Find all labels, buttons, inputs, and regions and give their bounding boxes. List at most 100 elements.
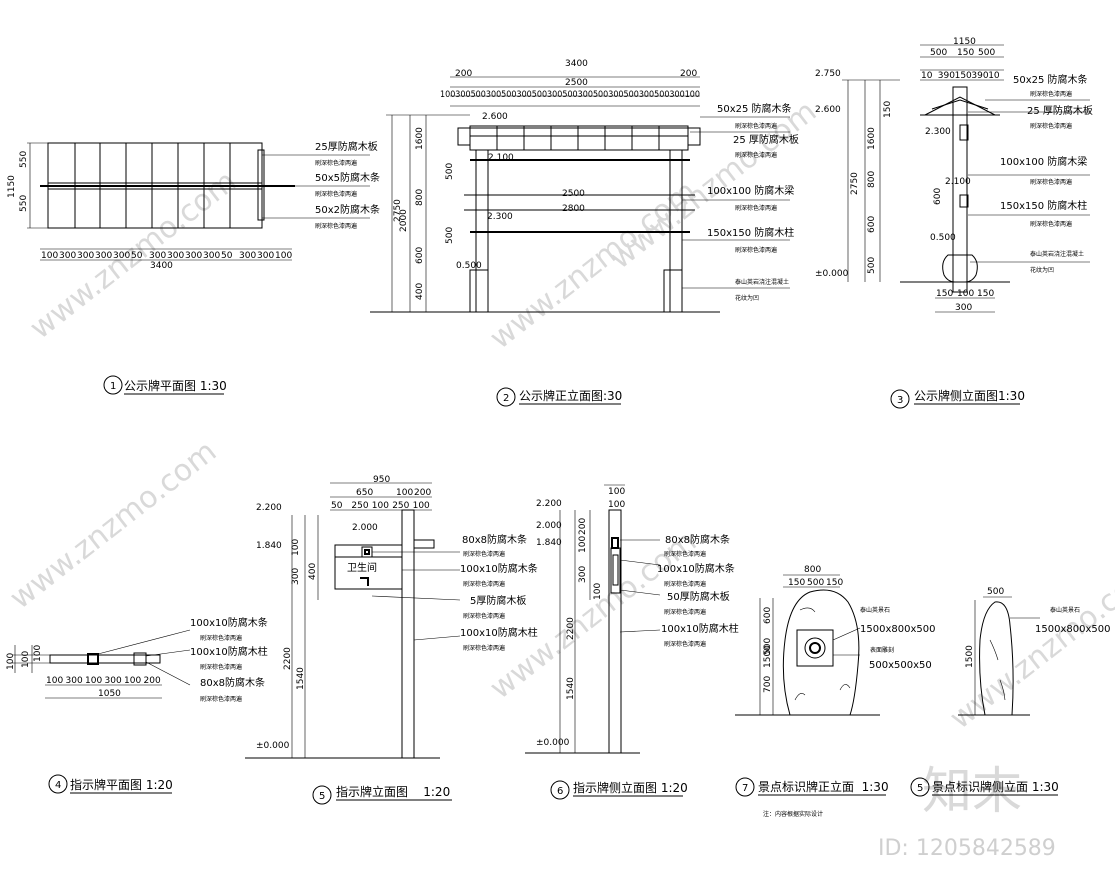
dim-label: 150: [955, 71, 972, 81]
dim-label: 1600: [867, 127, 877, 150]
dim-label: 600: [415, 247, 425, 264]
note-label: 100x10防腐木柱: [460, 626, 538, 639]
dim-label: 300: [239, 251, 256, 261]
dim-label: 3400: [150, 261, 173, 271]
note-label: 100x100 防腐木梁: [1000, 155, 1087, 168]
dim-label: 100: [6, 653, 16, 670]
note-label: 100x10防腐木条: [190, 616, 268, 629]
dim-label: 1050: [98, 689, 121, 699]
note-label: 刷深棕色漆两遍: [463, 580, 505, 588]
title-2: 2 公示牌正立面图:30: [496, 387, 622, 407]
dim-label: 100: [413, 501, 430, 511]
title-6: 6 指示牌侧立面图 1:20: [550, 780, 688, 800]
level-label: 2.200: [256, 503, 282, 513]
d8-stone-side: 500 泰山英景石 1500x800x500 1500: [958, 587, 1110, 716]
dim-label: 150: [788, 578, 805, 588]
level-label: 2.750: [815, 69, 841, 79]
dim-label: 150: [883, 101, 893, 118]
title-5: 5 指示牌立面图 1:20: [312, 784, 452, 805]
title-text: 景点标识牌正立面 1:30: [758, 779, 889, 794]
dim-label: 100: [396, 488, 413, 498]
dim-label: 100: [41, 251, 58, 261]
title-text: 景点标识牌侧立面 1:30: [932, 779, 1059, 794]
note-label: 刷深棕色漆两遍: [315, 190, 357, 198]
dim-label: 250: [392, 501, 409, 511]
dim-label: 300: [95, 251, 112, 261]
dim-label: 1540: [566, 677, 576, 700]
dim-label: 300: [113, 251, 130, 261]
note-label: 25厚防腐木板: [315, 140, 378, 153]
dim-label: 600: [933, 188, 943, 205]
note-label: 泰山英岩浇注混凝土: [735, 278, 789, 286]
dim-label: 1600: [415, 127, 425, 150]
dim-label: 500: [978, 48, 995, 58]
title-number: 2: [503, 393, 509, 404]
watermark-id: ID: 1205842589: [878, 836, 1056, 861]
note-label: 50x2防腐木条: [315, 203, 380, 216]
note-label: 泰山英景石: [1050, 606, 1080, 614]
note-label: 1500x800x500: [860, 624, 935, 635]
note-label: 100x10防腐木柱: [661, 622, 739, 635]
d4-plan: 100x10防腐木条 刷深棕色漆两遍 100x10防腐木柱 刷深棕色漆两遍 80…: [6, 616, 268, 703]
note-label: 150x150 防腐木柱: [1000, 199, 1087, 212]
dim-label: 650: [356, 488, 373, 498]
dim-label: 500: [763, 638, 773, 655]
dim-label: 1500: [965, 645, 975, 668]
watermark-text: www.znzmo.com: [3, 434, 223, 616]
dim-label: 1500: [763, 645, 773, 668]
note-label: 25 厚防腐木板: [733, 133, 799, 146]
dim-label: 500: [867, 257, 877, 274]
title-text: 指示牌平面图 1:20: [70, 777, 173, 792]
note-label: 刷深棕色漆两遍: [1030, 178, 1072, 186]
dim-label: 100: [372, 501, 389, 511]
title-number: 5: [319, 791, 325, 802]
dim-label: 300: [185, 251, 202, 261]
dim-label: 150: [957, 48, 974, 58]
note-label: 150x150 防腐木柱: [707, 226, 794, 239]
level-label: 0.500: [930, 233, 956, 243]
dim-label: 50: [221, 251, 233, 261]
note-label: 刷深棕色漆两遍: [200, 663, 242, 671]
watermark-logo: 知末: [922, 762, 1022, 820]
note-label: 刷深棕色漆两遍: [315, 159, 357, 167]
note-label: 100x100 防腐木梁: [707, 184, 794, 197]
dim-label: 10: [988, 71, 1000, 81]
note-label: 80x8防腐木条: [200, 676, 265, 689]
note-label: 100x10防腐木条: [657, 562, 735, 575]
dim-label: 100: [291, 539, 301, 556]
note-label: 刷深棕色漆两遍: [1030, 90, 1072, 98]
dim-label: 550: [19, 151, 29, 168]
note-label: 刷深棕色漆两遍: [463, 644, 505, 652]
level-label: ±0.000: [815, 269, 849, 279]
dim-label: 100: [608, 500, 625, 510]
note-label: 50x25 防腐木条: [717, 102, 792, 115]
level-label: 2.600: [482, 112, 508, 122]
level-label: 2.100: [488, 153, 514, 163]
dim-label: 100: [275, 251, 292, 261]
dim-label: 400: [415, 283, 425, 300]
level-label: 2.600: [815, 105, 841, 115]
dim-label: 500: [445, 227, 455, 244]
dim-label: 1150: [7, 175, 17, 198]
dim-label: 100: [21, 651, 31, 668]
dim-label: 3400: [565, 59, 588, 69]
note-label: 50x5防腐木条: [315, 171, 380, 184]
dim-label: 300: [59, 251, 76, 261]
dim-label: 200: [578, 518, 588, 535]
note-label: 花纹为凹: [735, 294, 759, 302]
note-label: 刷深棕色漆两遍: [1030, 122, 1072, 130]
title-1: 1 公示牌平面图 1:30: [103, 375, 227, 395]
note-label: 50x25 防腐木条: [1013, 73, 1088, 86]
title-number: 1: [110, 381, 116, 392]
title-number: 5: [917, 783, 923, 794]
dim-label: 300: [77, 251, 94, 261]
dim-label: 500: [987, 587, 1004, 597]
title-text: 指示牌侧立面图 1:20: [573, 780, 688, 795]
note-label: 刷深棕色漆两遍: [463, 612, 505, 620]
title-4: 4 指示牌平面图 1:20: [48, 774, 173, 794]
dim-label: 100: [46, 676, 63, 686]
